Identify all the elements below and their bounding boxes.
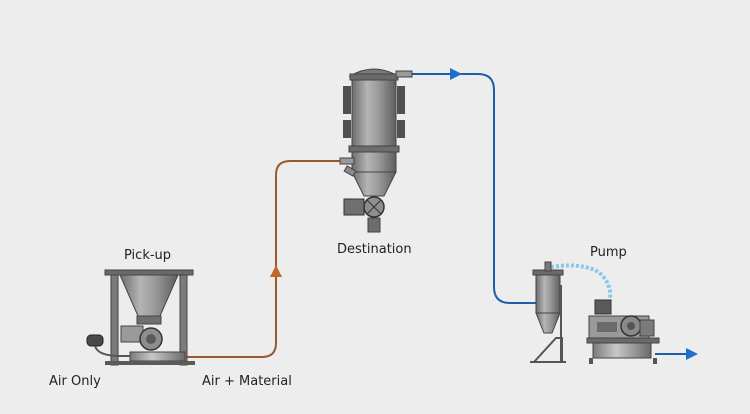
destination-receiver [339, 68, 413, 233]
vacuum-hose [545, 263, 613, 301]
air-material-label: Air + Material [202, 374, 292, 389]
air-flow-arrow-top [450, 68, 462, 80]
pump-assembly [530, 261, 660, 364]
air-only-label: Air Only [49, 374, 101, 389]
exhaust-flow-arrow [686, 348, 698, 360]
air-line-to-pump [411, 73, 536, 304]
pump-label: Pump [590, 245, 627, 260]
air-material-flow-arrow [270, 265, 282, 277]
destination-label: Destination [337, 242, 412, 257]
pickup-station [86, 269, 195, 366]
pickup-label: Pick-up [124, 248, 172, 263]
air-material-line [183, 160, 345, 358]
